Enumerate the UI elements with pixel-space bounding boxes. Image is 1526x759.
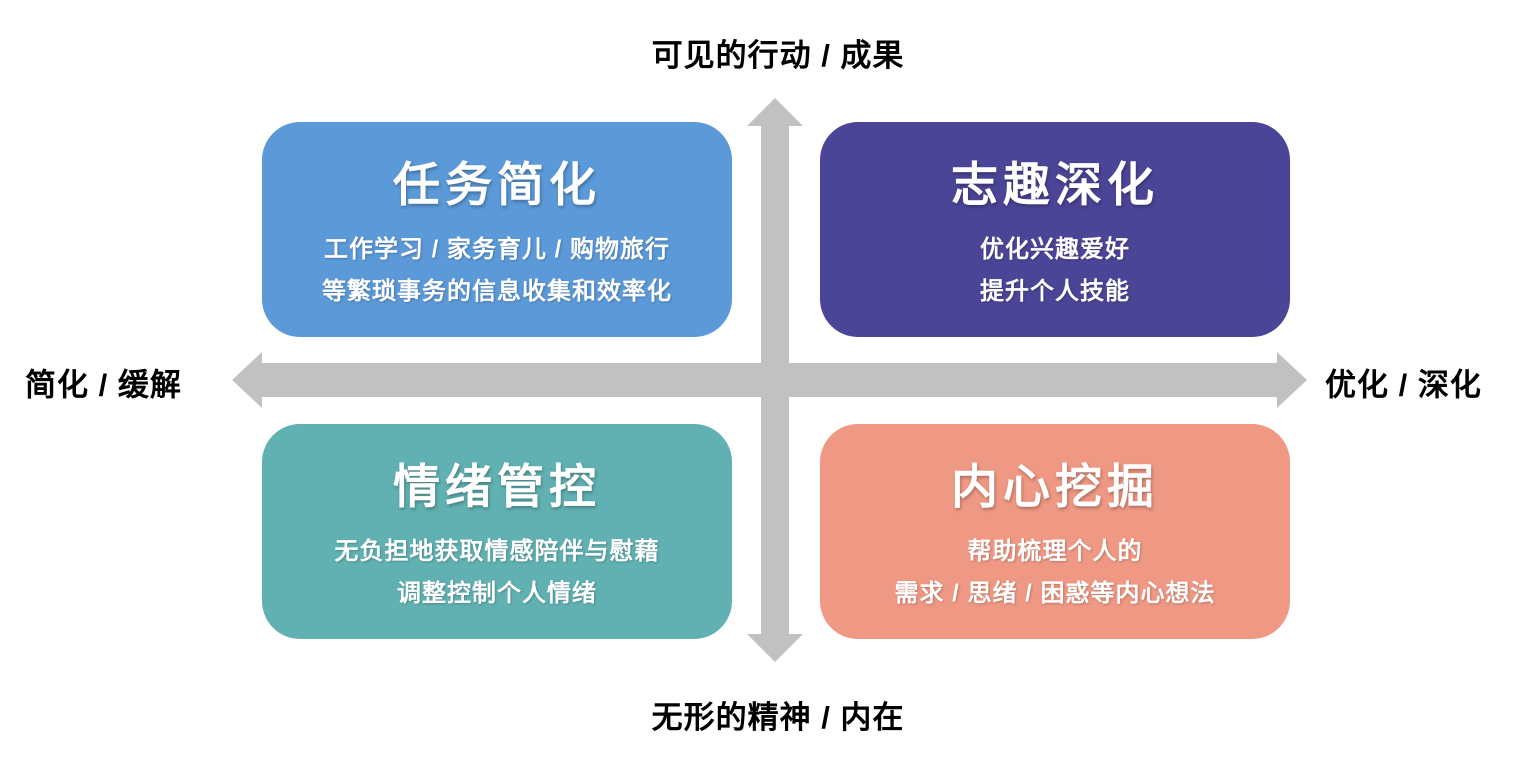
quadrant-top-left: 任务简化 工作学习 / 家务育儿 / 购物旅行 等繁琐事务的信息收集和效率化 bbox=[262, 122, 732, 337]
quadrant-description-line: 等繁琐事务的信息收集和效率化 bbox=[322, 278, 672, 305]
quadrant-title: 任务简化 bbox=[393, 158, 601, 211]
quadrant-description-line: 需求 / 思绪 / 困惑等内心想法 bbox=[894, 580, 1216, 607]
quadrant-description-line: 提升个人技能 bbox=[980, 278, 1130, 305]
quadrant-description-line: 工作学习 / 家务育儿 / 购物旅行 bbox=[323, 236, 670, 263]
quadrant-bottom-left: 情绪管控 无负担地获取情感陪伴与慰藉 调整控制个人情绪 bbox=[262, 424, 732, 639]
quadrant-bottom-right: 内心挖掘 帮助梳理个人的 需求 / 思绪 / 困惑等内心想法 bbox=[820, 424, 1290, 639]
quadrant-description-line: 调整控制个人情绪 bbox=[397, 580, 597, 607]
quadrant-description-line: 帮助梳理个人的 bbox=[967, 538, 1143, 565]
quadrant-title: 情绪管控 bbox=[393, 460, 601, 513]
quadrant-description-line: 无负担地获取情感陪伴与慰藉 bbox=[334, 538, 660, 565]
quadrant-top-right: 志趣深化 优化兴趣爱好 提升个人技能 bbox=[820, 122, 1290, 337]
axis-label-left: 简化 / 缓解 bbox=[25, 367, 182, 403]
quadrant-title: 志趣深化 bbox=[951, 158, 1159, 211]
axis-label-right: 优化 / 深化 bbox=[1325, 367, 1482, 403]
axis-label-bottom: 无形的精神 / 内在 bbox=[651, 700, 905, 735]
quadrant-description-line: 优化兴趣爱好 bbox=[980, 236, 1130, 263]
quadrant-title: 内心挖掘 bbox=[951, 460, 1159, 513]
vertical-axis-arrow bbox=[747, 98, 803, 662]
axis-label-top: 可见的行动 / 成果 bbox=[651, 38, 905, 73]
